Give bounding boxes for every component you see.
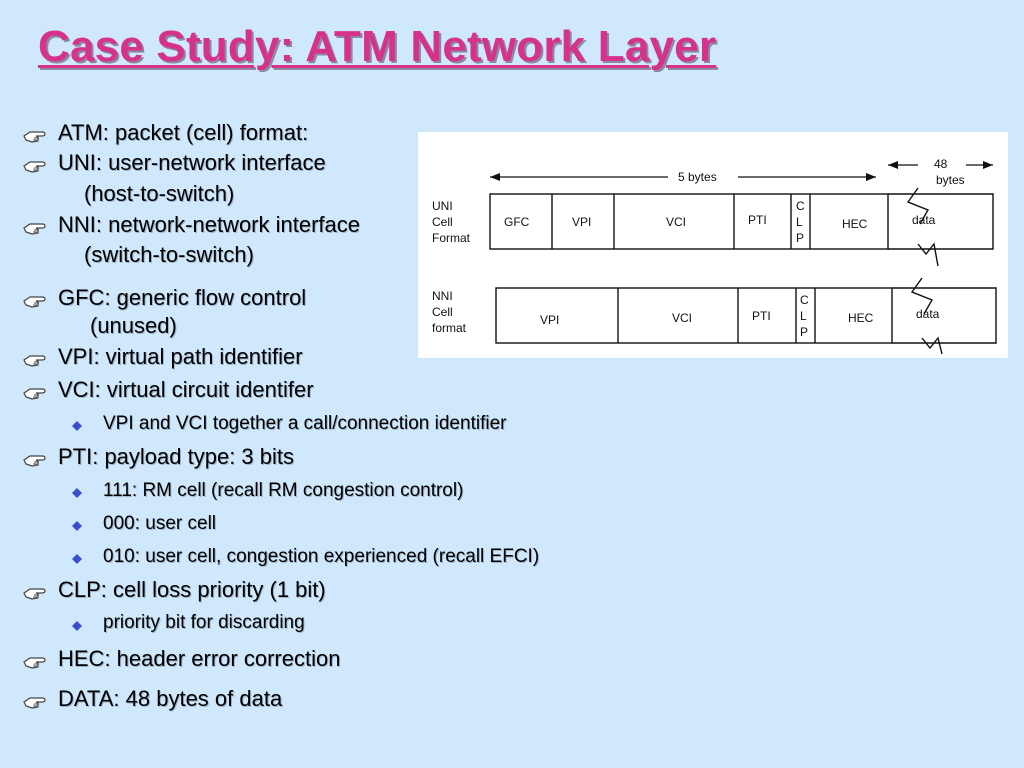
forty-eight-label: 48 xyxy=(934,157,948,171)
uni-pti: PTI xyxy=(748,213,767,227)
bullet-pti-010: 010: user cell, congestion experienced (… xyxy=(103,546,540,567)
uni-label-line2: Cell xyxy=(432,215,453,229)
nni-label-line1: NNI xyxy=(432,289,453,303)
bullet-clp-sub: priority bit for discarding xyxy=(103,612,305,633)
nni-cell-row xyxy=(495,277,997,355)
diamond-bullet-icon xyxy=(72,521,82,531)
pointing-hand-icon xyxy=(23,455,46,467)
uni-gfc: GFC xyxy=(504,215,530,229)
diamond-bullet-icon xyxy=(72,554,82,564)
diamond-bullet-icon xyxy=(72,621,82,631)
bullet-pti: PTI: payload type: 3 bits xyxy=(58,444,295,469)
five-bytes-label: 5 bytes xyxy=(678,170,717,184)
bullet-vpi: VPI: virtual path identifier xyxy=(58,344,303,369)
uni-clp-p: P xyxy=(796,231,804,245)
pointing-hand-icon xyxy=(23,388,46,400)
nni-hec: HEC xyxy=(848,311,874,325)
bullet-nni-sub: (switch-to-switch) xyxy=(84,242,254,267)
bullet-gfc-sub: (unused) xyxy=(90,313,177,338)
pointing-hand-icon xyxy=(23,588,46,600)
bullet-uni-sub: (host-to-switch) xyxy=(84,181,235,206)
uni-cell-row xyxy=(489,187,994,267)
nni-clp-c: C xyxy=(800,293,809,307)
forty-eight-bytes-arrow: 48 bytes xyxy=(888,157,993,187)
bullet-hec: HEC: header error correction xyxy=(58,646,341,671)
bullet-nni: NNI: network-network interface xyxy=(58,212,360,237)
nni-label-line3: format xyxy=(432,321,467,335)
bullet-atm-format: ATM: packet (cell) format: xyxy=(58,120,309,145)
uni-clp-c: C xyxy=(796,199,805,213)
uni-hec: HEC xyxy=(842,217,868,231)
bullet-uni: UNI: user-network interface xyxy=(58,150,326,175)
nni-clp-l: L xyxy=(800,309,807,323)
uni-clp-l: L xyxy=(796,215,803,229)
pointing-hand-icon xyxy=(23,131,46,143)
pointing-hand-icon xyxy=(23,657,46,669)
nni-data: data xyxy=(916,307,940,321)
uni-vpi: VPI xyxy=(572,215,591,229)
uni-label-line1: UNI xyxy=(432,199,453,213)
bullet-clp: CLP: cell loss priority (1 bit) xyxy=(58,577,326,602)
pointing-hand-icon xyxy=(23,296,46,308)
nni-label-line2: Cell xyxy=(432,305,453,319)
bullet-pti-111: 111: RM cell (recall RM congestion contr… xyxy=(103,480,464,501)
pointing-hand-icon xyxy=(23,355,46,367)
bullet-vci: VCI: virtual circuit identifer xyxy=(58,377,314,402)
bytes-label: bytes xyxy=(936,173,965,187)
uni-vci: VCI xyxy=(666,215,686,229)
uni-label-line3: Format xyxy=(432,231,471,245)
pointing-hand-icon xyxy=(23,161,46,173)
nni-clp-p: P xyxy=(800,325,808,339)
slide-title: Case Study: ATM Network Layer xyxy=(38,22,717,71)
bullet-vpi-vci-together: VPI and VCI together a call/connection i… xyxy=(103,413,507,434)
cell-format-diagram: 5 bytes 48 bytes UNI Cell Format GFC xyxy=(418,132,1008,358)
nni-pti: PTI xyxy=(752,309,771,323)
uni-data: data xyxy=(912,213,936,227)
pointing-hand-icon xyxy=(23,697,46,709)
diamond-bullet-icon xyxy=(72,488,82,498)
nni-vci: VCI xyxy=(672,311,692,325)
nni-vpi: VPI xyxy=(540,313,559,327)
bullet-pti-000: 000: user cell xyxy=(103,513,217,534)
bullet-gfc: GFC: generic flow control xyxy=(58,285,307,310)
bullet-data: DATA: 48 bytes of data xyxy=(58,686,283,711)
five-bytes-arrow: 5 bytes xyxy=(490,170,876,184)
pointing-hand-icon xyxy=(23,223,46,235)
diamond-bullet-icon xyxy=(72,421,82,431)
